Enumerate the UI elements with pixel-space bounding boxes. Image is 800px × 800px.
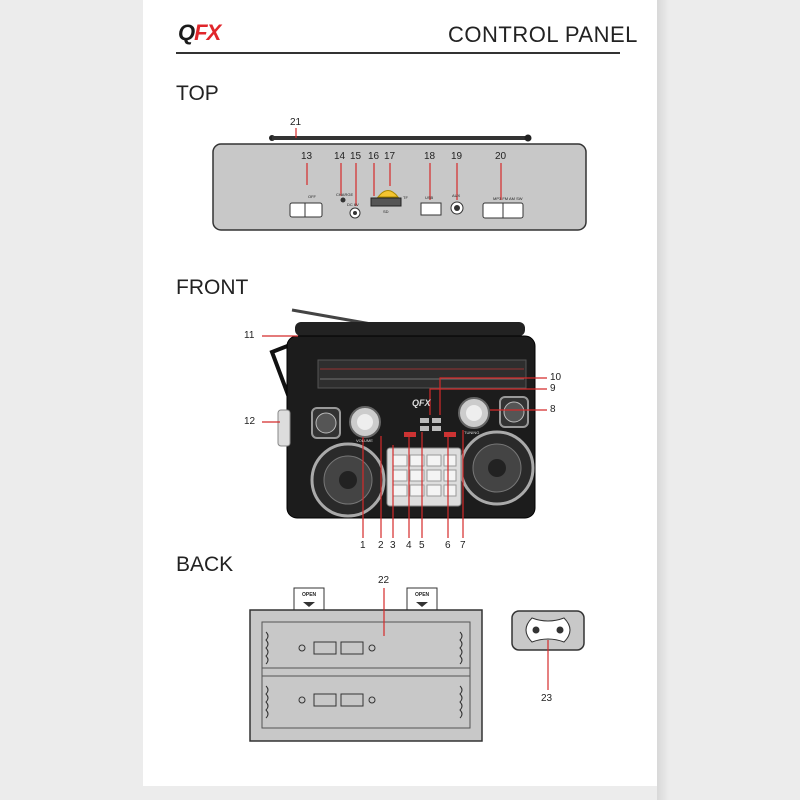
- label-charge: CHARGE: [336, 192, 354, 197]
- callout-19: 19: [451, 151, 463, 162]
- callout-22: 22: [378, 575, 390, 586]
- radio-brand-logo: QFX: [412, 398, 431, 408]
- callout-12: 12: [244, 416, 256, 427]
- callout-2: 2: [378, 540, 384, 551]
- label-open-left: OPEN: [302, 592, 317, 598]
- label-open-right: OPEN: [415, 592, 430, 598]
- callout-1: 1: [360, 540, 366, 551]
- callout-11: 11: [244, 330, 255, 341]
- section-title-back: BACK: [176, 553, 234, 576]
- callout-14: 14: [334, 151, 346, 162]
- callout-5: 5: [419, 540, 425, 551]
- callout-6: 6: [445, 540, 451, 551]
- label-tuning: TUNING: [464, 430, 480, 435]
- callout-23: 23: [541, 693, 553, 704]
- callout-8: 8: [550, 404, 556, 415]
- brand-logo: QFX: [178, 20, 221, 45]
- label-volume: VOLUME: [356, 438, 373, 443]
- callout-9: 9: [550, 383, 556, 394]
- callout-16: 16: [368, 151, 380, 162]
- label-band: MP3 FM AM SW: [493, 196, 523, 201]
- label-sd: SD: [383, 209, 389, 214]
- label-tf: TF: [403, 195, 408, 200]
- label-off: OFF: [308, 194, 316, 199]
- label-aux: AUX: [452, 193, 461, 198]
- callout-21: 21: [290, 117, 302, 128]
- callout-7: 7: [460, 540, 466, 551]
- label-usb: USB: [425, 195, 434, 200]
- section-title-top: TOP: [176, 82, 219, 105]
- callout-13: 13: [301, 151, 313, 162]
- callout-10: 10: [550, 372, 562, 383]
- callout-20: 20: [495, 151, 507, 162]
- header-divider: [176, 52, 620, 54]
- callout-17: 17: [384, 151, 396, 162]
- callout-15: 15: [350, 151, 362, 162]
- callout-18: 18: [424, 151, 436, 162]
- page-shadow: [657, 0, 669, 800]
- callout-4: 4: [406, 540, 412, 551]
- section-title-front: FRONT: [176, 276, 249, 299]
- label-dc: DC 6V: [347, 202, 359, 207]
- page-title: CONTROL PANEL: [448, 22, 638, 47]
- callout-3: 3: [390, 540, 396, 551]
